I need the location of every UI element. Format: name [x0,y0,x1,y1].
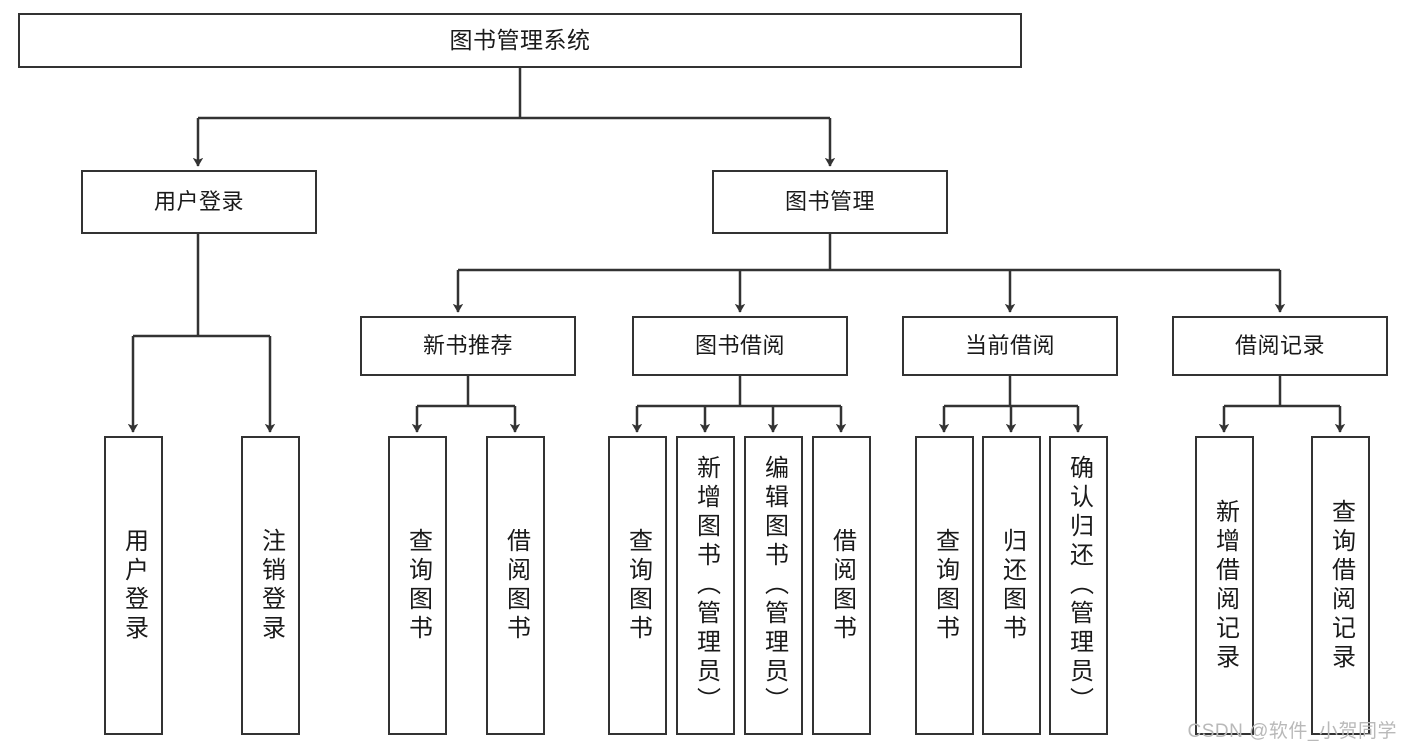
node-leaf-borrow-book-a[interactable]: 借阅图书 [486,436,545,735]
node-leaf-query-record[interactable]: 查询借阅记录 [1311,436,1370,735]
node-borrow-record[interactable]: 借阅记录 [1172,316,1388,376]
node-leaf-query-book-b-label: 查询图书 [624,527,652,644]
node-leaf-query-record-label: 查询借阅记录 [1327,498,1355,673]
node-new-book-recommend-label: 新书推荐 [422,333,513,359]
node-user-login-label: 用户登录 [153,189,244,215]
node-leaf-query-book-a[interactable]: 查询图书 [388,436,447,735]
node-leaf-query-book-b[interactable]: 查询图书 [608,436,667,735]
node-leaf-return-book[interactable]: 归还图书 [982,436,1041,735]
node-book-manage[interactable]: 图书管理 [712,170,948,234]
node-leaf-add-book-label: 新增图书（管理员） [692,455,720,716]
node-leaf-edit-book[interactable]: 编辑图书（管理员） [744,436,803,735]
node-leaf-borrow-book-b[interactable]: 借阅图书 [812,436,871,735]
node-leaf-edit-book-label: 编辑图书（管理员） [760,455,788,716]
node-leaf-user-login[interactable]: 用户登录 [104,436,163,735]
watermark: CSDN @软件_小贺同学 [1187,721,1397,742]
node-book-borrow-label: 图书借阅 [694,333,785,359]
node-current-borrow-label: 当前借阅 [964,333,1055,359]
node-new-book-recommend[interactable]: 新书推荐 [360,316,576,376]
node-leaf-logout[interactable]: 注销登录 [241,436,300,735]
node-leaf-query-book-c-label: 查询图书 [931,527,959,644]
node-book-borrow[interactable]: 图书借阅 [632,316,848,376]
node-leaf-add-record[interactable]: 新增借阅记录 [1195,436,1254,735]
node-leaf-confirm-return-label: 确认归还（管理员） [1065,455,1093,716]
node-leaf-add-book[interactable]: 新增图书（管理员） [676,436,735,735]
node-leaf-confirm-return[interactable]: 确认归还（管理员） [1049,436,1108,735]
node-leaf-return-book-label: 归还图书 [998,527,1026,644]
node-leaf-query-book-a-label: 查询图书 [404,527,432,644]
node-root-label: 图书管理系统 [449,26,591,53]
node-leaf-borrow-book-a-label: 借阅图书 [502,527,530,644]
node-book-manage-label: 图书管理 [784,189,875,215]
node-leaf-logout-label: 注销登录 [257,527,285,644]
node-user-login[interactable]: 用户登录 [81,170,317,234]
node-root[interactable]: 图书管理系统 [18,13,1022,68]
node-leaf-user-login-label: 用户登录 [120,527,148,644]
node-borrow-record-label: 借阅记录 [1234,333,1325,359]
node-leaf-add-record-label: 新增借阅记录 [1211,498,1239,673]
node-leaf-borrow-book-b-label: 借阅图书 [828,527,856,644]
node-current-borrow[interactable]: 当前借阅 [902,316,1118,376]
node-leaf-query-book-c[interactable]: 查询图书 [915,436,974,735]
